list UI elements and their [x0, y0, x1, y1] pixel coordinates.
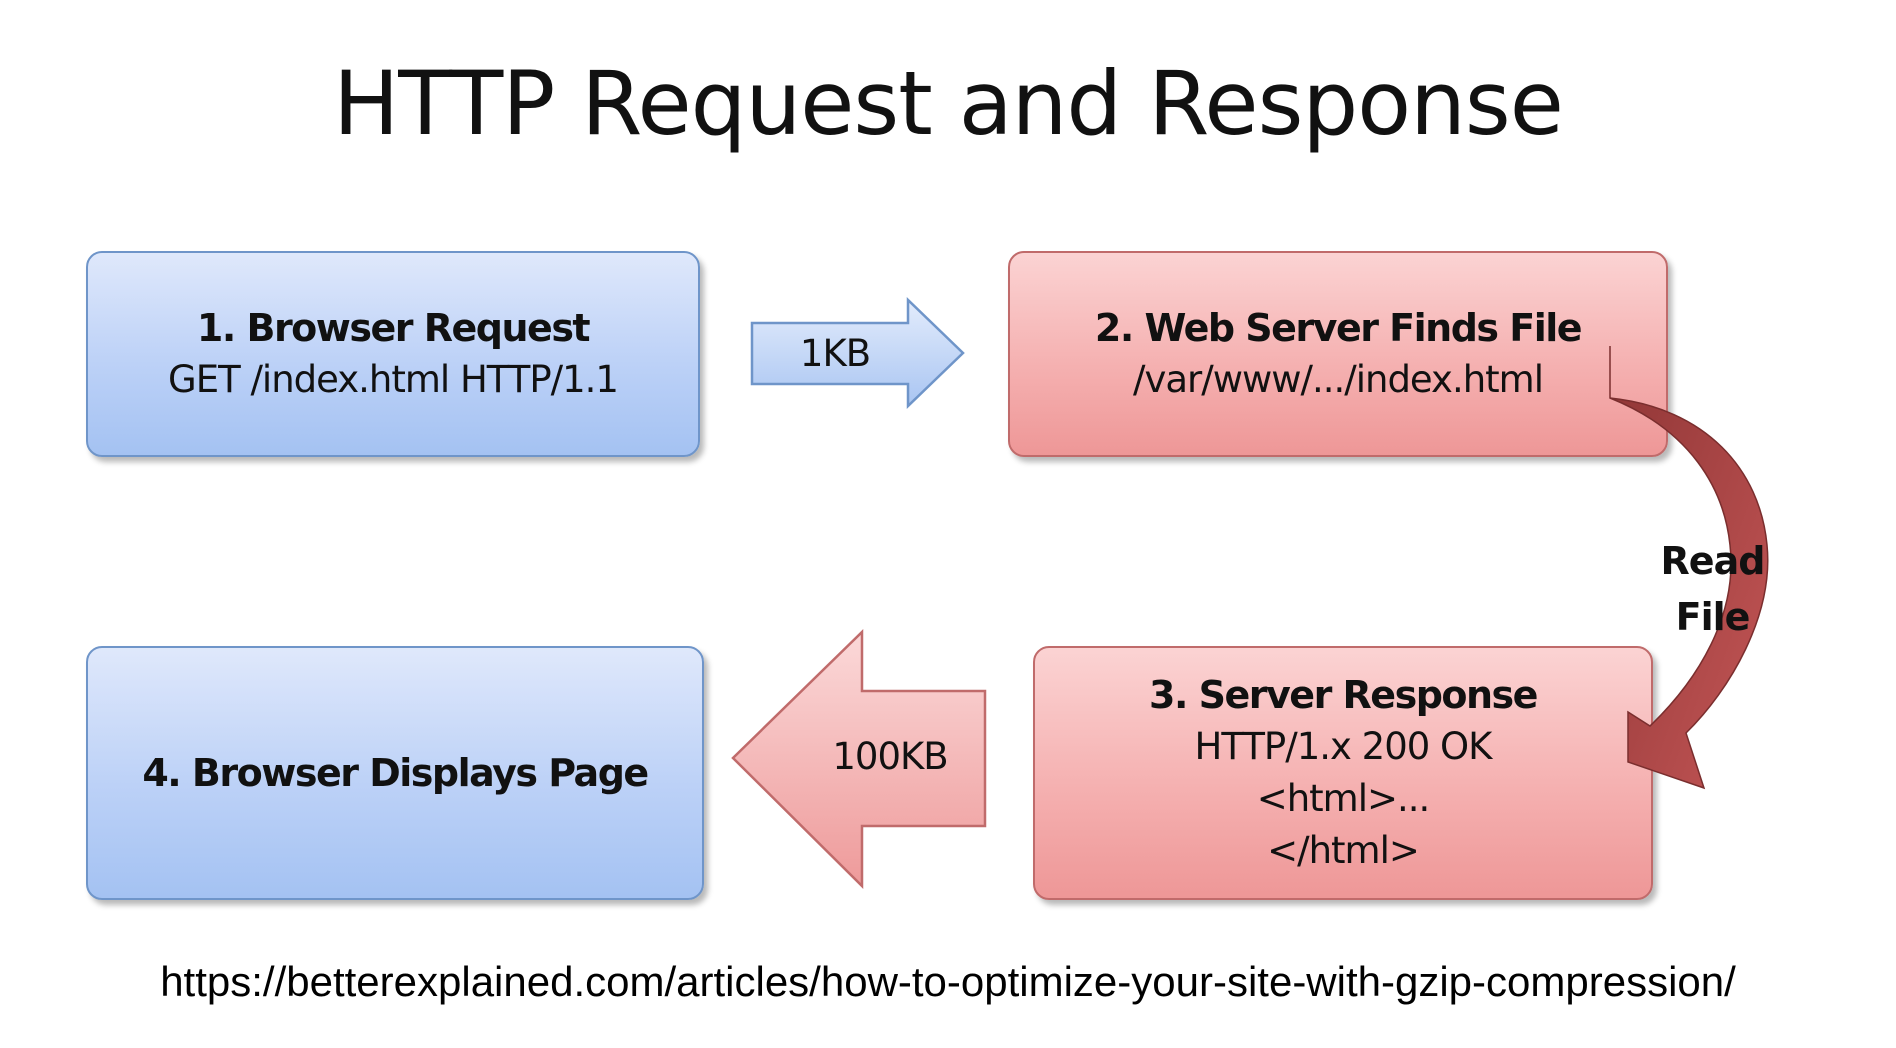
response-arrow-icon — [731, 629, 987, 890]
server-response-box: 3. Server Response HTTP/1.x 200 OK <html… — [1033, 646, 1653, 900]
browser-request-detail: GET /index.html HTTP/1.1 — [168, 358, 619, 401]
read-file-label-line1: Read — [1660, 539, 1766, 583]
read-file-label-line2: File — [1675, 595, 1751, 639]
server-finds-file-box: 2. Web Server Finds File /var/www/.../in… — [1008, 251, 1668, 457]
request-arrow-icon — [750, 297, 965, 409]
browser-displays-heading: 4. Browser Displays Page — [142, 751, 649, 795]
source-url: https://betterexplained.com/articles/how… — [160, 958, 1736, 1005]
server-response-status: HTTP/1.x 200 OK — [1194, 725, 1493, 768]
server-response-html-close: </html> — [1267, 829, 1420, 872]
server-finds-file-detail: /var/www/.../index.html — [1133, 358, 1544, 401]
response-size-label: 100KB — [832, 735, 948, 778]
browser-request-heading: 1. Browser Request — [196, 306, 591, 350]
server-response-heading: 3. Server Response — [1149, 673, 1538, 717]
browser-displays-box: 4. Browser Displays Page — [86, 646, 704, 900]
read-file-label: Read File — [1640, 533, 1785, 645]
server-finds-file-heading: 2. Web Server Finds File — [1094, 306, 1583, 350]
request-size-label: 1KB — [799, 332, 871, 375]
server-response-html-open: <html>... — [1256, 777, 1431, 820]
read-file-curved-arrow-icon — [1609, 346, 1769, 790]
browser-request-box: 1. Browser Request GET /index.html HTTP/… — [86, 251, 700, 457]
diagram-title: HTTP Request and Response — [333, 52, 1564, 155]
